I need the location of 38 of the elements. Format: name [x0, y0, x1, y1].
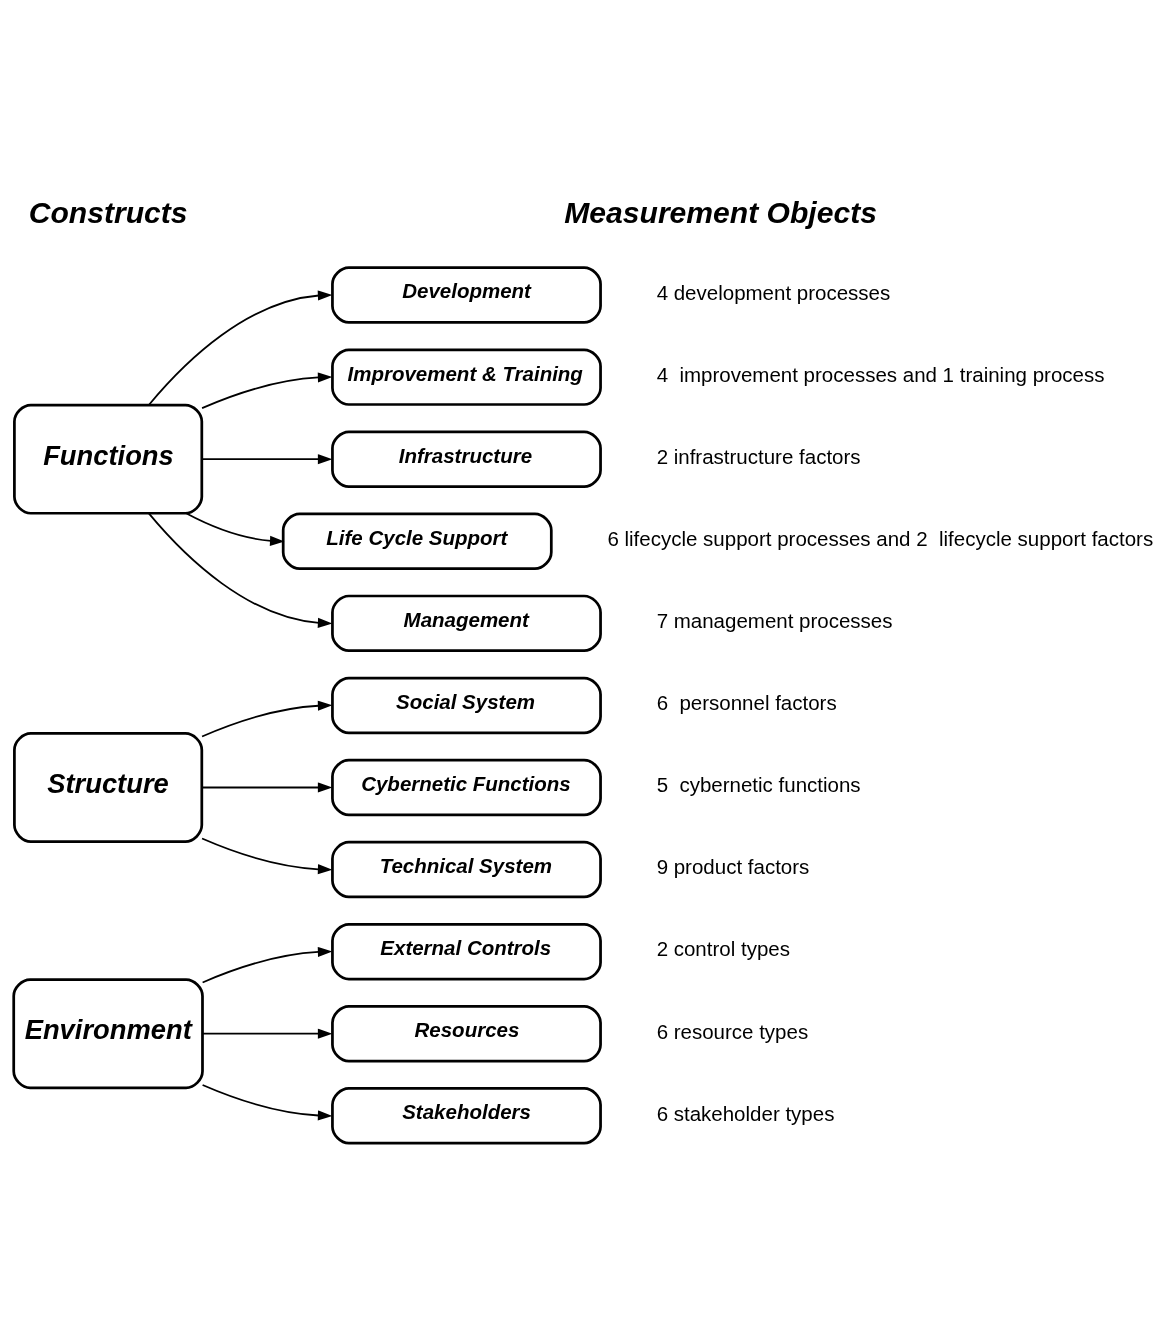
node-label: 5 cybernetic functions: [656, 773, 861, 797]
arrow: [201, 454, 333, 465]
node-box: Resources: [331, 1005, 602, 1063]
arrow: [201, 372, 333, 410]
node-label: 7 management processes: [656, 609, 893, 633]
node-label: 4 development processes: [656, 280, 891, 304]
arrow: [201, 837, 333, 875]
node-label: 4 improvement processes and 1 training process: [656, 362, 1105, 386]
arrow: [201, 946, 333, 984]
node-box: Development: [331, 266, 602, 324]
node-box: External Controls: [331, 922, 602, 981]
node-label: 6 personnel factors: [656, 691, 837, 715]
node-label: 2 control types: [656, 937, 790, 961]
node-label: 2 infrastructure factors: [656, 445, 861, 468]
node-box: Structure: [13, 732, 204, 843]
arrow: [185, 512, 285, 546]
arrow: [201, 782, 333, 793]
label: Measurement Objects: [564, 196, 877, 230]
node-label: 9 product factors: [656, 855, 810, 879]
node-label: 6 stakeholder types: [656, 1101, 835, 1125]
arrow: [201, 1028, 333, 1039]
arrow: [201, 1084, 333, 1121]
node-label: 6 lifecycle support processes and 2 lifecycle support factors: [607, 527, 1154, 551]
arrow: [147, 290, 333, 406]
node-box: Cybernetic Functions: [331, 758, 602, 817]
node-box: Stakeholders: [331, 1087, 602, 1145]
node-box: Technical System: [331, 840, 602, 899]
node-box: Social System: [331, 676, 602, 735]
node-box: Infrastructure: [331, 430, 602, 488]
arrow: [201, 700, 333, 738]
arrow: [147, 512, 333, 628]
node-box: Management: [331, 594, 602, 653]
node-box: Functions: [13, 403, 204, 515]
node-box: Environment: [12, 978, 204, 1090]
node-label: 6 resource types: [656, 1019, 809, 1043]
node-box: Life Cycle Support: [281, 512, 553, 570]
label: Constructs: [28, 196, 188, 230]
node-box: Improvement & Training: [331, 348, 602, 406]
